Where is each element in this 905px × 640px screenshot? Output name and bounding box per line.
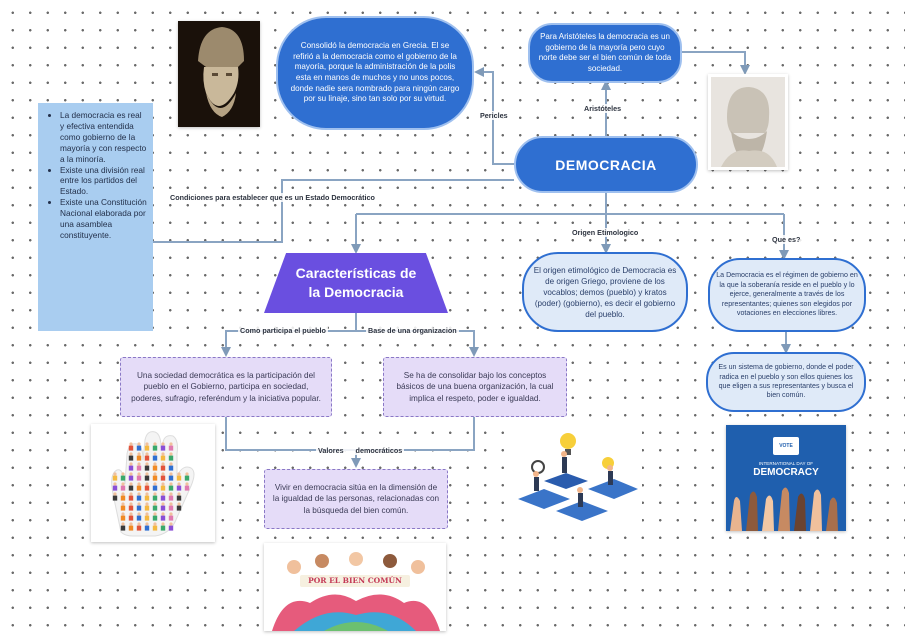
que-es-text-2: Es un sistema de gobierno, donde el pode…	[718, 363, 854, 400]
participa-box: Una sociedad democrática es la participa…	[120, 357, 332, 417]
que-es-text-1: La Democracia es el régimen de gobierno …	[716, 271, 858, 318]
organizacion-text: Se ha de consolidar bajo los conceptos b…	[396, 371, 554, 403]
poster-line2: DEMOCRACY	[753, 467, 819, 478]
aristoteles-bubble: Para Aristóteles la democracia es un gob…	[528, 23, 682, 83]
aristoteles-bust-image	[708, 74, 788, 170]
hand-of-people-image	[91, 424, 215, 542]
pericles-edge-label: Pericles	[478, 111, 510, 120]
aristoteles-text: Para Aristóteles la democracia es un gob…	[538, 32, 672, 73]
conditions-list: La democracia es real y efectiva entendi…	[48, 110, 147, 241]
conditions-item-2: Existe una división real entre los parti…	[60, 165, 147, 198]
valores-box: Vivir en democracia sitúa en la dimensió…	[264, 469, 448, 529]
valores-edge-label: Valores democráticos	[316, 446, 405, 455]
caracteristicas-node: Características de la Democracia	[264, 253, 448, 313]
bien-comun-image: POR EL BIEN COMÚN	[264, 543, 446, 631]
participa-edge-label: Como participa el pueblo	[238, 326, 328, 335]
teamwork-illustration	[504, 427, 642, 535]
conditions-edge-label: Condiciones para establecer que es un Es…	[168, 193, 377, 202]
poster-vote: VOTE	[779, 443, 793, 449]
pericles-bubble: Consolidó la democracia en Grecia. El se…	[276, 16, 474, 130]
central-title: DEMOCRACIA	[555, 156, 657, 173]
organizacion-box: Se ha de consolidar bajo los conceptos b…	[383, 357, 567, 417]
organizacion-edge-label: Base de una organizacion	[366, 326, 459, 335]
origen-bubble: El origen etimológico de Democracia es d…	[522, 252, 688, 332]
origen-text: El origen etimológico de Democracia es d…	[533, 265, 677, 319]
caracteristicas-title-1: Características de	[295, 265, 417, 281]
pericles-bust-image	[178, 21, 260, 127]
que-es-edge-label: Que es?	[770, 235, 803, 244]
participa-text: Una sociedad democrática es la participa…	[131, 371, 321, 403]
poster-line1: INTERNATIONAL DAY OF	[758, 461, 814, 466]
vote-box-icon: VOTE	[773, 437, 799, 455]
edge-aristoteles-image	[681, 51, 750, 75]
caracteristicas-title-2: la Democracia	[308, 284, 404, 300]
valores-text: Vivir en democracia sitúa en la dimensió…	[272, 483, 440, 515]
que-es-bubble-1: La Democracia es el régimen de gobierno …	[708, 258, 866, 332]
aristoteles-edge-label: Aristóteles	[582, 104, 624, 113]
que-es-bubble-2: Es un sistema de gobierno, donde el pode…	[706, 352, 866, 412]
democracy-day-poster: VOTE INTERNATIONAL DAY OF DEMOCRACY	[726, 425, 846, 531]
conditions-item-1: La democracia es real y efectiva entendi…	[60, 110, 147, 165]
central-node: DEMOCRACIA	[514, 136, 698, 193]
origen-edge-label: Origen Etimologico	[570, 228, 641, 237]
banner-text: POR EL BIEN COMÚN	[300, 575, 410, 587]
conditions-box: La democracia es real y efectiva entendi…	[38, 103, 153, 331]
conditions-item-3: Existe una Constitución Nacional elabora…	[60, 197, 147, 241]
pericles-text: Consolidó la democracia en Grecia. El se…	[290, 41, 460, 104]
edge-conditions	[153, 179, 514, 243]
